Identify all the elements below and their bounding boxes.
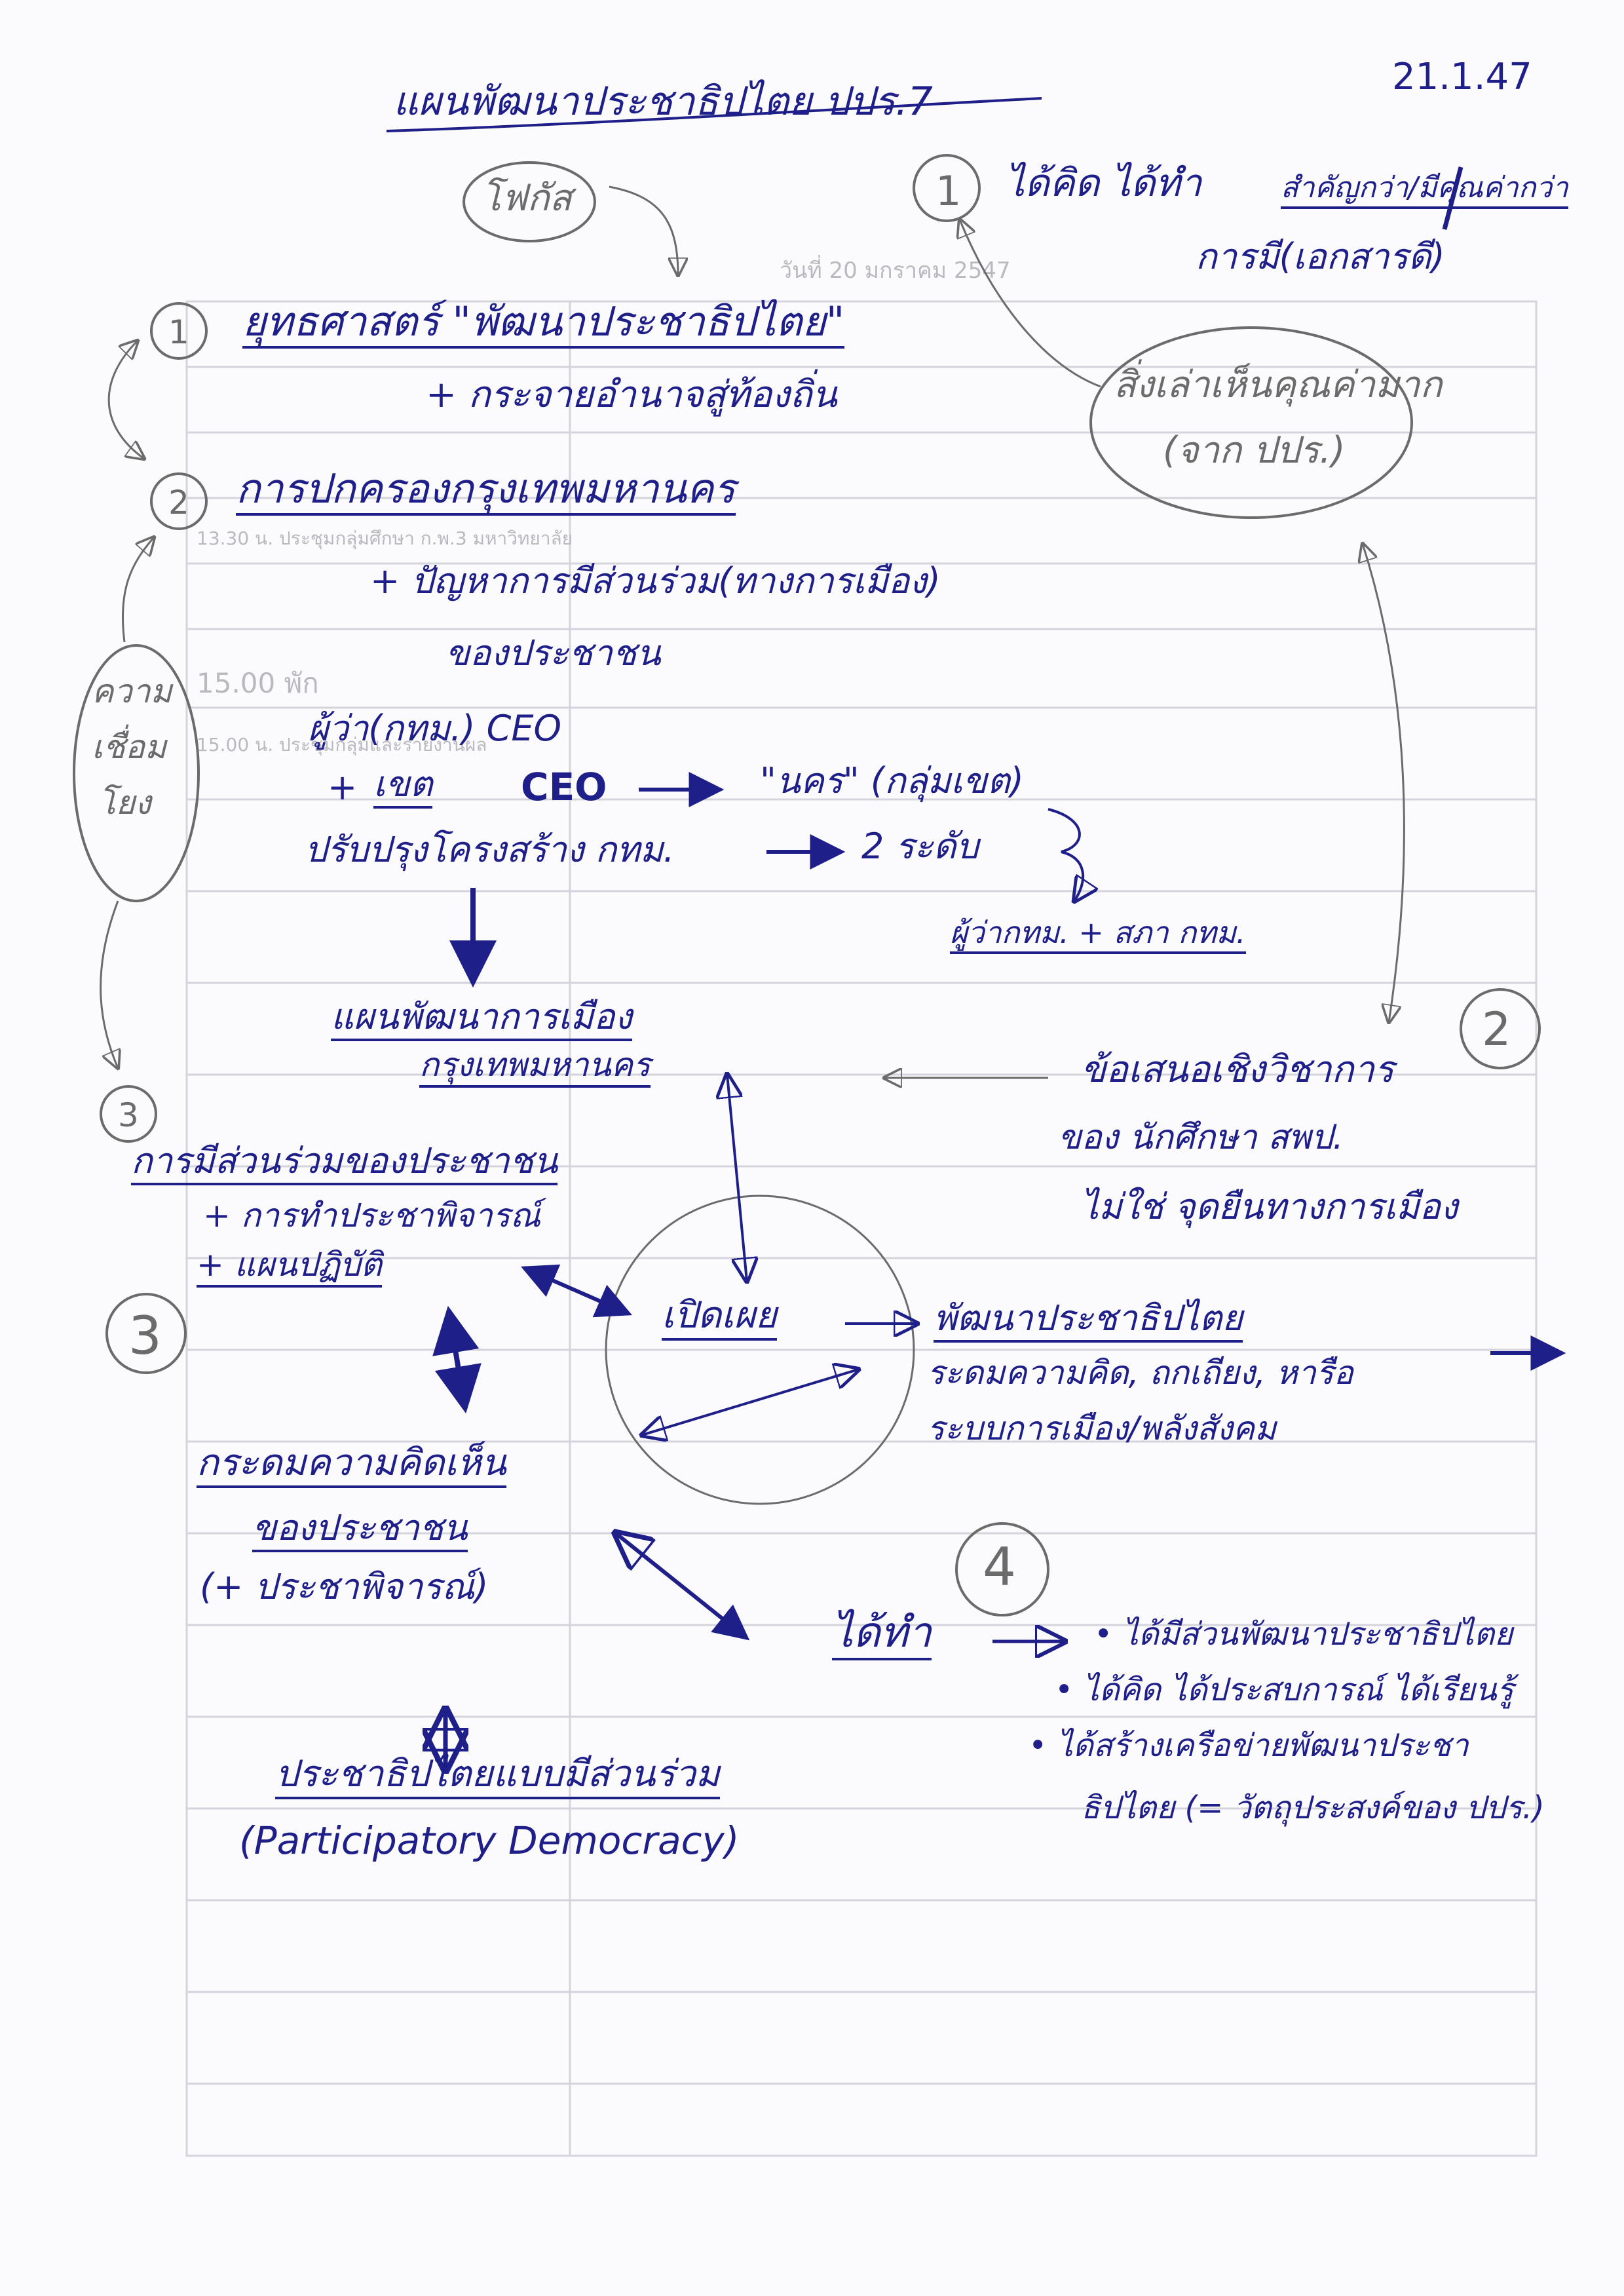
section1-number-circle bbox=[150, 302, 208, 360]
plan-center-line1: แผนพัฒนาการเมือง bbox=[331, 999, 632, 1041]
section3-number: 3 bbox=[118, 1096, 139, 1134]
do-bullet-3: • ได้สร้างเครือข่ายพัฒนาประชา bbox=[1029, 1727, 1469, 1764]
bubble-to-1-arrow bbox=[960, 220, 1101, 388]
section2-sub1: + ปัญหาการมีส่วนร่วม(ทางการเมือง) bbox=[370, 560, 941, 602]
link-to-2-arrow bbox=[122, 537, 154, 643]
section3-heading: การมีส่วนร่วมของประชาชน bbox=[131, 1143, 558, 1185]
focus-arrow bbox=[609, 185, 678, 275]
bubble-to-2-arrow bbox=[1363, 544, 1405, 1022]
date: 21.1.47 bbox=[1392, 56, 1532, 98]
opinion-line3: (+ ประชาพิจารณ์) bbox=[200, 1566, 489, 1607]
value-bubble-line2: (จาก ปปร.) bbox=[1163, 429, 1346, 472]
participation-opinion-arrow bbox=[432, 1305, 482, 1414]
proposal-line3: ไม่ใช่ จุดยืนทางการเมือง bbox=[1081, 1186, 1458, 1227]
right2-number-circle bbox=[1460, 988, 1541, 1069]
participation-khet-arrow bbox=[521, 1264, 632, 1318]
right1-line1b: สำคัญกว่า/มีคุณค่ากว่า bbox=[1281, 174, 1568, 209]
do-bullet-2-text: ได้คิด ได้ประสบการณ์ ได้เรียนรู้ bbox=[1083, 1672, 1514, 1708]
right1-number: 1 bbox=[935, 167, 962, 215]
value-bubble-line1: สิ่งเล่าเห็นคุณค่ามาก bbox=[1114, 364, 1443, 406]
section1-sub: + กระจายอำนาจสู่ท้องถิ่น bbox=[426, 373, 837, 416]
right1-line2: การมี(เอกสารดี) bbox=[1196, 236, 1445, 277]
section2-heading: การปกครองกรุงเทพมหานคร bbox=[236, 469, 736, 516]
do-bullet-3-cont: ธิปไตย (= วัตถุประสงค์ของ ปปร.) bbox=[1081, 1789, 1545, 1826]
link-label-line2: เชื่อม bbox=[92, 728, 167, 766]
section1-number: 1 bbox=[168, 313, 189, 351]
opinion-line2: ของประชาชน bbox=[252, 1510, 468, 1552]
nakhon-label: "นคร" (กลุ่มเขต) bbox=[760, 760, 1024, 801]
section3-big-number: 3 bbox=[128, 1305, 162, 1366]
opinion-line1: กระดมความคิดเห็น bbox=[197, 1445, 506, 1488]
ceo-line2-khet: เขต bbox=[373, 767, 433, 809]
section2-sub2: ของประชาชน bbox=[445, 632, 661, 674]
section1-heading: ยุทธศาสตร์ "พัฒนาประชาธิปไตย" bbox=[242, 301, 845, 349]
reform-label: ปรับปรุงโครงสร้าง กทม. bbox=[305, 829, 675, 870]
page-title: แผนพัฒนาประชาธิปไตย ปปร.7 bbox=[393, 79, 933, 124]
link-label-line3: โยง bbox=[98, 784, 151, 822]
ceo-line2-prefix: + bbox=[328, 767, 358, 808]
opinion-do-arrow bbox=[616, 1533, 747, 1638]
link-1-2-arrow bbox=[107, 341, 144, 459]
proposal-line1: ข้อเสนอเชิงวิชาการ bbox=[1081, 1048, 1394, 1091]
right1-line1a: ได้คิด ได้ทำ bbox=[1006, 161, 1202, 205]
right1-number-circle bbox=[913, 154, 981, 222]
levels-label: 2 ระดับ bbox=[861, 826, 979, 867]
background-form-row2: 15.00 พัก bbox=[197, 667, 319, 699]
develop-line2: ระบบการเมือง/พลังสังคม bbox=[927, 1409, 1277, 1447]
nakhon-brace bbox=[1048, 808, 1083, 901]
khet-opinion-arrow bbox=[642, 1369, 858, 1435]
khet-center-circle bbox=[605, 1195, 915, 1505]
section3-sub2: + แผนปฏิบัติ bbox=[197, 1248, 383, 1288]
link-to-3-arrow bbox=[100, 900, 118, 1068]
do-label: ได้ทำ bbox=[832, 1612, 932, 1660]
right2-number: 2 bbox=[1482, 1003, 1511, 1056]
ceo-line2-ceo: CEO bbox=[521, 765, 607, 809]
proposal-line2: ของ นักศึกษา สพป. bbox=[1058, 1118, 1344, 1157]
link-label-line1: ความ bbox=[92, 672, 172, 710]
participatory-english: (Participatory Democracy) bbox=[239, 1818, 740, 1863]
section3-number-circle bbox=[100, 1085, 157, 1143]
background-form-row3: 15.00 น. ประชุมกลุ่มและรายงานผล bbox=[197, 734, 487, 756]
do-bullet-3-text: ได้สร้างเครือข่ายพัฒนาประชา bbox=[1057, 1727, 1469, 1764]
plan-center-line2: กรุงเทพมหานคร bbox=[419, 1048, 651, 1088]
khet-center-label: เปิดเผย bbox=[662, 1297, 777, 1341]
section3-big-circle bbox=[105, 1293, 187, 1374]
background-form-header: วันที่ 20 มกราคม 2547 bbox=[780, 258, 1011, 284]
section2-number-circle bbox=[150, 472, 208, 530]
value-bubble bbox=[1089, 326, 1413, 519]
title-underline bbox=[386, 97, 1042, 132]
plan-khet-arrow bbox=[727, 1075, 747, 1281]
do-bullet-1: • ได้มีส่วนพัฒนาประชาธิปไตย bbox=[1094, 1616, 1513, 1653]
develop-line1: ระดมความคิด, ถกเถียง, หารือ bbox=[927, 1354, 1353, 1392]
participatory-thai: ประชาธิปไตยแบบมีส่วนร่วม bbox=[275, 1756, 720, 1799]
strike-mark bbox=[1442, 166, 1463, 230]
focus-label: โฟกัส bbox=[482, 177, 572, 220]
focus-bubble bbox=[463, 161, 596, 242]
section2-number: 2 bbox=[168, 484, 189, 522]
section3-sub1: + การทำประชาพิจารณ์ bbox=[203, 1196, 541, 1234]
governor-label: ผู้ว่ากทม. + สภา กทม. bbox=[950, 917, 1246, 954]
do-bullet-2: • ได้คิด ได้ประสบการณ์ ได้เรียนรู้ bbox=[1055, 1672, 1514, 1708]
right4-number-circle bbox=[955, 1522, 1049, 1617]
ceo-line1: ผู้ว่า(กทม.) CEO bbox=[308, 708, 561, 749]
background-form-row1: 13.30 น. ประชุมกลุ่มศึกษา ก.พ.3 มหาวิทยา… bbox=[197, 527, 573, 549]
right4-number: 4 bbox=[983, 1537, 1016, 1598]
do-bullet-1-text: ได้มีส่วนพัฒนาประชาธิปไตย bbox=[1122, 1616, 1513, 1653]
link-label-bubble bbox=[73, 644, 200, 902]
develop-heading: พัฒนาประชาธิปไตย bbox=[934, 1301, 1243, 1343]
